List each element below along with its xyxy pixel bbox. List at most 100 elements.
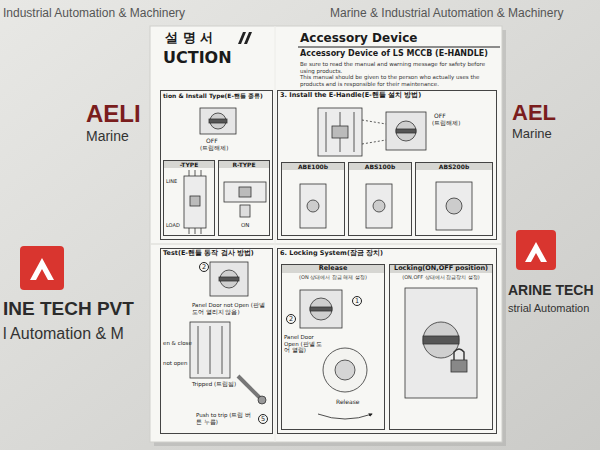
section-heading: Accessory Device: [300, 31, 417, 45]
test-figure: [210, 326, 211, 374]
test-figure: [258, 396, 266, 404]
step-note: Push to trip (트립 버튼 누름): [196, 412, 256, 425]
install-figure: [396, 121, 416, 141]
panel-heading: ABS200b: [416, 163, 492, 170]
install-figure: [386, 112, 426, 150]
release-figure: [310, 298, 332, 320]
test-figure: [210, 262, 248, 296]
watermark: AELI: [86, 100, 141, 129]
step-note: en & close: [163, 340, 192, 347]
breaker-figure: [239, 187, 251, 197]
callout-number: 5: [258, 414, 268, 424]
position-label: OFF: [206, 137, 218, 144]
callout-number: 2: [199, 262, 209, 272]
test-figure: [238, 376, 262, 400]
watermark: strial Automation: [508, 302, 589, 315]
paper-sheet: [150, 26, 506, 446]
watermark-logo: [20, 246, 64, 290]
install-figure: [332, 126, 348, 138]
breaker-figure: [184, 176, 206, 228]
panel-heading: R-TYPE: [219, 161, 269, 168]
model-box: ABS200b: [415, 162, 493, 236]
terminal-label: LINE: [166, 178, 177, 184]
callout-number: 2: [286, 314, 296, 324]
breaker-figure: [373, 200, 385, 212]
watermark: Marine & Industrial Automation & Machine…: [330, 6, 563, 20]
watermark: INE TECH PVT: [3, 298, 134, 321]
breaker-figure: [366, 184, 392, 228]
step-note: Panel Door not Open (판넬 도어 열리지 않음): [192, 302, 270, 315]
panel-heading: Locking(ON,OFF position): [390, 265, 492, 273]
test-figure: [219, 277, 239, 281]
watermark: AEL: [512, 100, 556, 126]
panel-heading: -TYPE: [164, 161, 214, 168]
release-figure: [318, 414, 372, 419]
test-figure: [190, 262, 266, 404]
position-label: (트립해제): [432, 120, 460, 127]
e-handle-figure: [210, 113, 226, 129]
e-handle-figure: [200, 108, 236, 134]
install-figure: [362, 120, 386, 124]
release-figure: [310, 307, 332, 311]
breaker-figure: [184, 170, 206, 234]
watermark: Industrial Automation & Machinery: [3, 6, 185, 20]
breaker-figure: [201, 170, 202, 176]
locking-figure: [405, 288, 477, 398]
install-figure: [318, 108, 362, 156]
breaker-figure: [195, 228, 196, 234]
breaker-figure: [189, 228, 190, 234]
breaker-figure: [300, 184, 326, 228]
panel-heading: 3. Install the E-Handle(E-핸들 설치 방법): [280, 92, 494, 100]
release-figure: [335, 360, 355, 380]
sheet-title: UCTION: [163, 48, 232, 67]
breaker-figure: [446, 198, 462, 214]
locking-figure: [454, 349, 464, 360]
panel-heading: ABS100b: [349, 163, 411, 170]
brand-logo: [238, 32, 252, 44]
warning-note: Be sure to read the manual and warning m…: [300, 61, 496, 74]
brand-logo: [244, 32, 252, 44]
panel-heading: Test(E-핸들 동작 검사 방법): [163, 250, 270, 258]
breaker-figure: [307, 200, 319, 212]
callout-number: 1: [352, 296, 362, 306]
breaker-figure: [189, 170, 190, 176]
sheet-title: 설 명 서: [165, 30, 213, 46]
e-handle-figure: [209, 119, 227, 123]
panel-heading: ABE100b: [282, 163, 344, 170]
terminal-label: LOAD: [166, 222, 180, 228]
instruction-panel: 3. Install the E-Handle(E-핸들 설치 방법) ABE10…: [277, 90, 497, 240]
paper-sheet: [275, 26, 276, 442]
section-subheading: Accessory Device of LS MCCB (E-HANDLE): [300, 49, 488, 59]
breaker-figure: [190, 196, 200, 206]
position-label: ON: [241, 222, 249, 229]
step-note: Tripped (트립됨): [192, 381, 236, 388]
step-note: Panel Door Open (판넬 도어 열림): [284, 334, 324, 354]
position-label: OFF: [434, 112, 446, 119]
breaker-figure: [224, 182, 266, 202]
release-figure: [300, 290, 372, 419]
release-figure: [300, 290, 342, 328]
instruction-panel: tion & Install Type(E-핸들 종류) -TYPE R-TYPE: [160, 90, 273, 240]
panel-note: (ON,OFF 상태에서 잠금장치 설정): [392, 274, 490, 280]
panel-heading: tion & Install Type(E-핸들 종류): [163, 92, 270, 99]
breaker-figure: [436, 182, 472, 230]
step-box: Locking(ON,OFF position)(ON,OFF 상태에서 잠금장…: [389, 264, 493, 430]
breaker-figure: [240, 205, 250, 217]
install-figure: [396, 129, 416, 133]
locking-figure: [451, 360, 467, 372]
watermark: ARINE TECH: [508, 282, 594, 299]
breaker-figure: [224, 182, 266, 217]
paper-sheet: [150, 243, 502, 245]
test-figure: [222, 326, 223, 374]
release-figure: [323, 348, 367, 392]
step-note: not open: [163, 360, 187, 367]
step-note: Release: [336, 398, 359, 405]
paper-sheet: [150, 26, 502, 442]
watermark: Marine: [86, 128, 129, 145]
model-box: ABS100b: [348, 162, 412, 236]
model-box: ABE100b: [281, 162, 345, 236]
locking-figure: [405, 288, 477, 398]
